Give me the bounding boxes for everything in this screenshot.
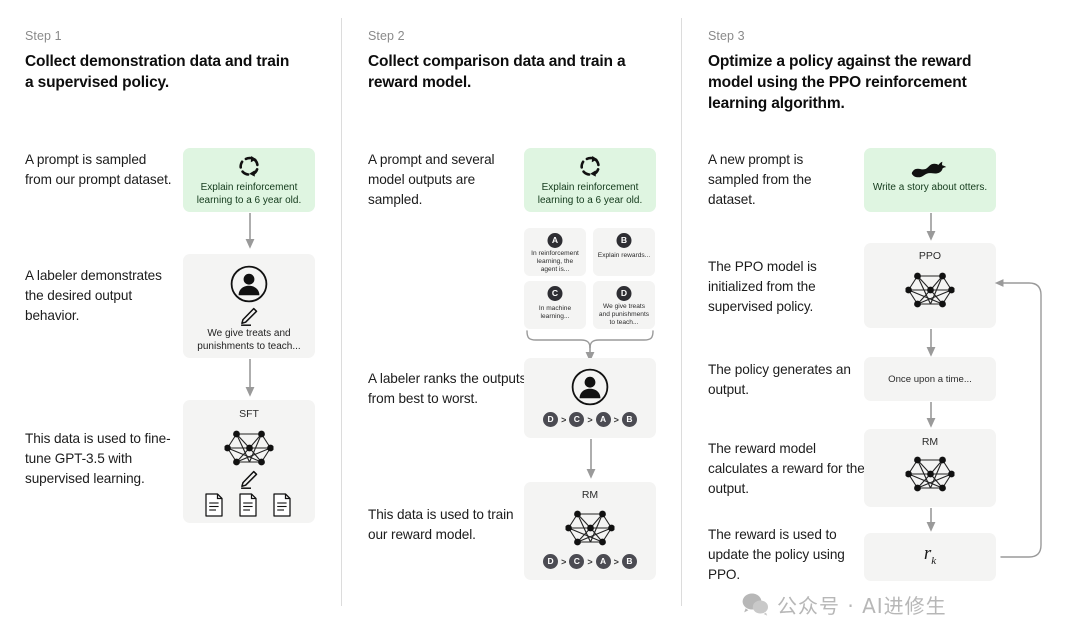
arrow-down-3	[586, 439, 596, 479]
reward-symbol-k: k	[931, 554, 937, 567]
option-badge-c: C	[547, 286, 563, 301]
converge-brace-arrow	[526, 330, 654, 362]
step-3-ppo-title: PPO	[918, 250, 942, 262]
step-3-prompt-box: Write a story about otters.	[864, 148, 996, 212]
document-icon	[239, 493, 258, 518]
pencil-icon	[240, 470, 258, 490]
step-3-desc-5: The reward is used to update the policy …	[708, 527, 845, 582]
step-1-prompt-box: Explain reinforcement learning to a 6 ye…	[183, 148, 315, 212]
option-badge-d: D	[616, 286, 632, 301]
arrow-down-6	[926, 402, 936, 428]
option-card-b: B Explain rewards...	[593, 228, 655, 276]
step-3-desc-3: The policy generates an output.	[708, 362, 851, 397]
reward-symbol: rk	[864, 543, 996, 567]
step-2-label: Step 2	[368, 29, 405, 43]
option-badge-a: A	[547, 233, 563, 248]
option-text-b: Explain rewards...	[597, 252, 651, 259]
rank-chip-4: B	[621, 554, 637, 569]
otter-icon	[911, 156, 949, 180]
step-1-sft-box: SFT	[183, 400, 315, 523]
step-1-prompt-caption: Explain reinforcement learning to a 6 ye…	[196, 182, 302, 206]
step-1-title: Collect demonstration data and train a s…	[25, 53, 290, 91]
arrow-down-1	[245, 213, 255, 249]
option-text-a: In reinforcement learning, the agent is.…	[531, 250, 579, 274]
step-1-label: Step 1	[25, 29, 62, 43]
circular-arrows-icon	[579, 156, 601, 178]
column-divider-2	[681, 18, 682, 606]
rm-ranking: D > C > A > B	[524, 554, 656, 569]
rank-chip-3: A	[595, 412, 611, 427]
step-2-desc-1: A prompt and several model outputs are s…	[368, 152, 495, 207]
neural-network-icon	[905, 266, 955, 314]
person-circle-icon	[571, 368, 609, 406]
step-3-label: Step 3	[708, 29, 745, 43]
step-2-rm-title: RM	[581, 489, 599, 501]
step-1-desc-1: A prompt is sampled from our prompt data…	[25, 152, 172, 187]
option-text-d: We give treats and punishments to teach.…	[598, 303, 650, 327]
option-badge-b: B	[616, 233, 632, 248]
reward-symbol-r: r	[923, 543, 932, 564]
step-3-column: Step 3 Optimize a policy against the rew…	[681, 0, 1080, 618]
labeler-ranking: D > C > A > B	[524, 412, 656, 427]
step-2-prompt-caption: Explain reinforcement learning to a 6 ye…	[537, 182, 643, 206]
step-2-desc-3: This data is used to train our reward mo…	[368, 507, 514, 542]
step-3-output-box: Once upon a time...	[864, 357, 996, 401]
option-text-c: In machine learning...	[538, 305, 572, 321]
option-card-a: A In reinforcement learning, the agent i…	[524, 228, 586, 276]
step-3-rm-title: RM	[921, 436, 939, 448]
step-3-desc-4: The reward model calculates a reward for…	[708, 441, 865, 496]
rank-chip-2: C	[569, 554, 585, 569]
rank-sep: >	[613, 556, 619, 567]
document-icon	[205, 493, 224, 518]
arrow-down-2	[245, 359, 255, 397]
step-2-column: Step 2 Collect comparison data and train…	[341, 0, 681, 618]
rank-sep: >	[587, 414, 593, 425]
step-3-prompt-caption: Write a story about otters.	[872, 182, 988, 193]
step-1-column: Step 1 Collect demonstration data and tr…	[0, 0, 341, 618]
step-2-prompt-box: Explain reinforcement learning to a 6 ye…	[524, 148, 656, 212]
arrow-down-4	[926, 213, 936, 241]
rank-sep: >	[587, 556, 593, 567]
step-3-reward-box: rk	[864, 533, 996, 581]
step-3-title: Optimize a policy against the reward mod…	[708, 53, 972, 112]
rank-sep: >	[561, 414, 567, 425]
step-3-desc-2: The PPO model is initialized from the su…	[708, 259, 817, 314]
arrow-down-5	[926, 329, 936, 357]
neural-network-icon	[224, 424, 274, 472]
step-1-desc-3: This data is used to fine-tune GPT-3.5 w…	[25, 431, 171, 486]
step-1-sft-title: SFT	[239, 408, 259, 420]
step-3-output-text: Once upon a time...	[888, 374, 972, 385]
step-3-desc-1: A new prompt is sampled from the dataset…	[708, 152, 812, 207]
document-icon	[273, 493, 292, 518]
arrow-down-7	[926, 508, 936, 532]
step-1-labeler-box: We give treats and punishments to teach.…	[183, 254, 315, 358]
step-2-labeler-box: D > C > A > B	[524, 358, 656, 438]
column-divider-1	[341, 18, 342, 606]
pencil-icon	[240, 307, 258, 327]
step-3-ppo-box: PPO	[864, 243, 996, 328]
watermark-text: 公众号 · AI进修生	[777, 594, 947, 618]
rank-sep: >	[613, 414, 619, 425]
option-card-c: C In machine learning...	[524, 281, 586, 329]
option-card-d: D We give treats and punishments to teac…	[593, 281, 655, 329]
step-2-rm-box: RM D > C > A > B	[524, 482, 656, 580]
step-1-labeler-caption: We give treats and punishments to teach.…	[197, 328, 301, 352]
rank-chip-3: A	[595, 554, 611, 569]
person-circle-icon	[230, 265, 268, 303]
step-2-desc-2: A labeler ranks the outputs from best to…	[368, 371, 527, 406]
watermark: 公众号 · AI进修生	[742, 590, 947, 618]
step-1-desc-2: A labeler demonstrates the desired outpu…	[25, 268, 162, 323]
update-loop-arrow	[994, 279, 1042, 558]
circular-arrows-icon	[238, 156, 260, 178]
step-3-rm-box: RM	[864, 429, 996, 507]
wechat-icon	[742, 593, 768, 616]
rank-chip-1: D	[543, 554, 559, 569]
neural-network-icon	[565, 504, 615, 552]
neural-network-icon	[905, 450, 955, 498]
rank-chip-1: D	[543, 412, 559, 427]
step-2-title: Collect comparison data and train a rewa…	[368, 53, 626, 91]
rank-chip-2: C	[569, 412, 585, 427]
rank-chip-4: B	[621, 412, 637, 427]
rank-sep: >	[561, 556, 567, 567]
